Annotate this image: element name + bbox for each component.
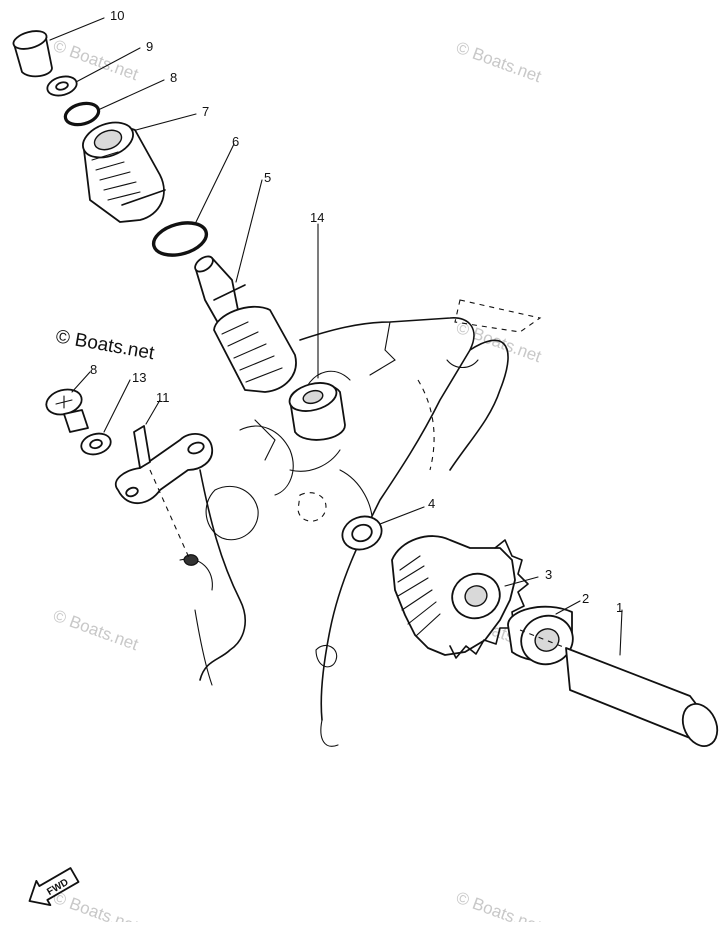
part-2-collar <box>507 605 574 666</box>
callout-3: 3 <box>545 567 552 582</box>
part-11-plate <box>115 425 213 566</box>
callout-2: 2 <box>582 591 589 606</box>
part-13-washer <box>80 432 112 456</box>
watermark-bottom-right: © Boats.net <box>454 888 544 922</box>
watermark-top-right: © Boats.net <box>454 38 544 86</box>
callout-14: 14 <box>310 210 324 225</box>
callout-4: 4 <box>428 496 435 511</box>
leader-lines <box>49 17 623 656</box>
callout-8: 8 <box>170 70 177 85</box>
part-10-cap <box>12 30 53 78</box>
callout-12: 8 <box>90 362 97 377</box>
part-12-screw <box>45 388 89 433</box>
part-5-driven-gear <box>194 255 297 393</box>
watermark-dark-left: © Boats.net <box>54 326 156 364</box>
callout-11: 11 <box>156 390 170 405</box>
callout-13: 13 <box>132 370 146 385</box>
callout-10: 10 <box>110 8 124 23</box>
callout-6: 6 <box>232 134 239 149</box>
part-1-shaft <box>519 629 719 747</box>
part-4-washer <box>341 515 383 551</box>
callout-5: 5 <box>264 170 271 185</box>
part-9-washer <box>46 75 78 97</box>
callout-7: 7 <box>202 104 209 119</box>
part-7-sleeve <box>82 121 166 223</box>
part-6-o-ring <box>151 221 209 257</box>
fwd-arrow-icon: FWD <box>28 867 80 907</box>
part-8-o-ring-top <box>63 101 101 127</box>
callout-9: 9 <box>146 39 153 54</box>
part-14-bushing <box>288 382 346 441</box>
crankcase-outline <box>179 299 542 747</box>
watermark-bottom-left: © Boats.net <box>51 888 141 922</box>
callouts: 10 9 8 7 6 5 14 8 13 11 4 3 2 1 <box>90 8 623 615</box>
callout-1: 1 <box>616 600 623 615</box>
watermark-lower-left: © Boats.net <box>51 606 141 654</box>
part-3-drive-gear <box>391 535 529 659</box>
